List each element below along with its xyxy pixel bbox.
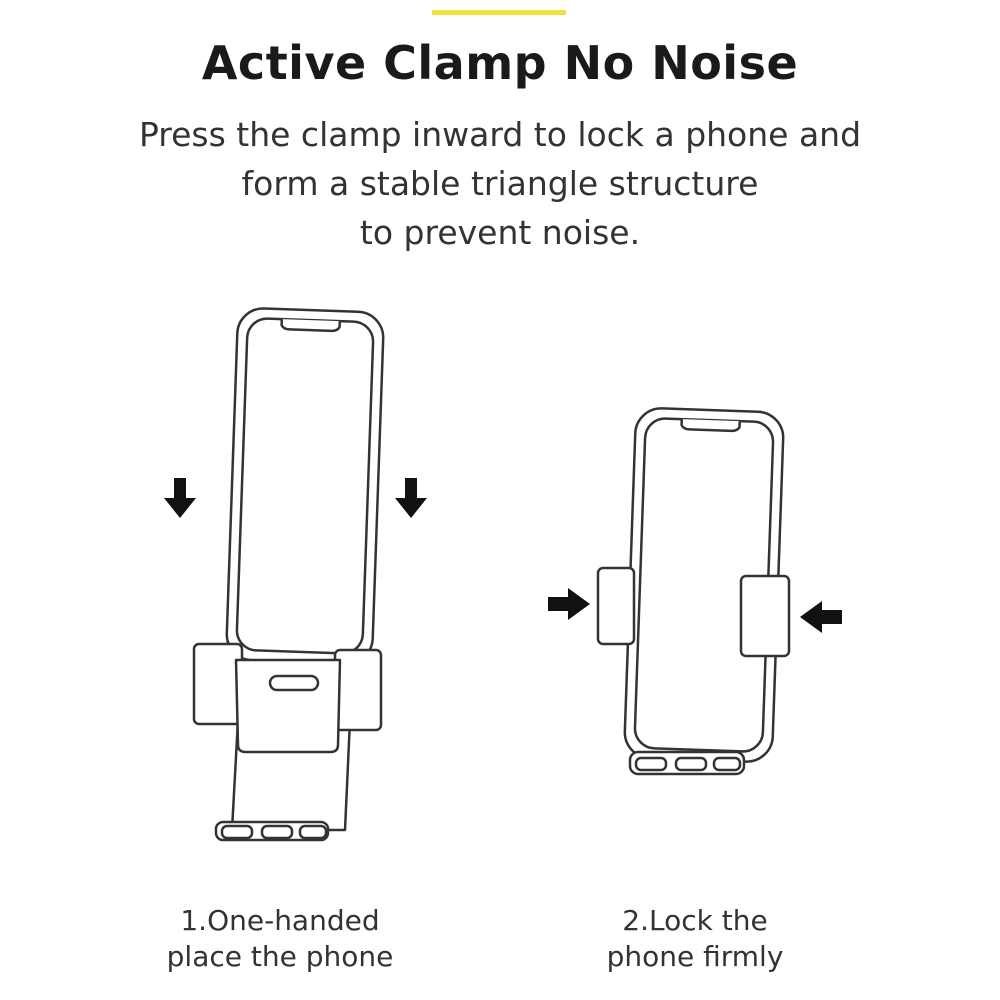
down-arrow-icon [395,478,427,518]
step-2-illustration [596,407,791,776]
logo-plate [268,674,320,692]
cradle [234,658,342,754]
phone-notch [280,319,342,333]
right-clamp [739,574,791,658]
accent-bar [432,10,566,15]
left-clamp [192,642,244,726]
subtitle-line-2: form a stable triangle structure [241,164,759,203]
right-arrow-icon [548,588,590,620]
subtitle-line-1: Press the clamp inward to lock a phone a… [138,115,862,154]
step-1-caption-line-1: 1.One-handed [180,904,380,937]
left-arrow-icon [800,601,842,633]
subtitle: Press the clamp inward to lock a phone a… [0,110,1000,257]
phone-screen [235,317,375,655]
step-2-caption-line-2: phone firmly [606,940,784,973]
phone-notch [680,419,741,433]
page-title: Active Clamp No Noise [201,36,799,90]
holder-feet [214,820,330,842]
subtitle-line-3: to prevent noise. [359,213,641,252]
step-1-caption: 1.One-handed place the phone [140,903,420,975]
down-arrow-icon [164,478,196,518]
left-clamp [596,566,636,646]
right-clamp [333,648,383,732]
step-2-caption-line-1: 2.Lock the [622,904,768,937]
step-1-illustration [192,307,385,842]
step-1-caption-line-2: place the phone [166,940,394,973]
holder-feet [628,750,746,776]
step-2-caption: 2.Lock the phone firmly [555,903,835,975]
